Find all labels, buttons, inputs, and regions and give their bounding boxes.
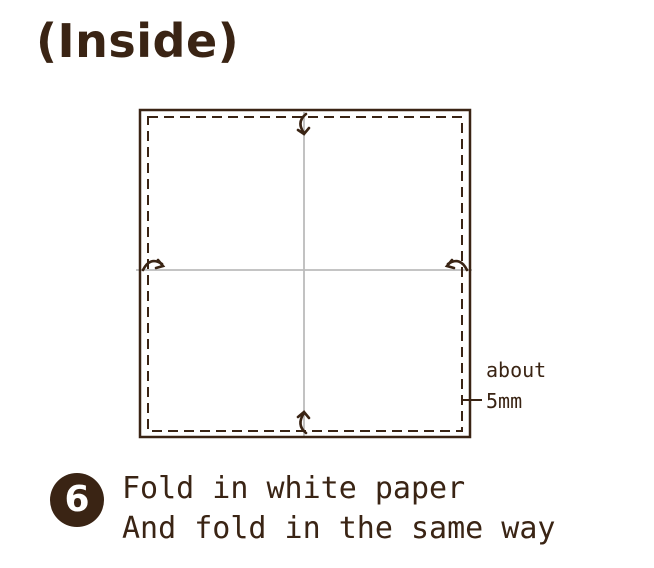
top-fold-arrow-icon [296,112,311,136]
instruction-line-2: And fold in the same way [122,511,556,546]
measurement-label-size: 5mm [486,389,523,413]
bottom-fold-arrow-icon [296,410,311,435]
instruction-line-1: Fold in white paper [122,471,466,506]
left-fold-arrow-icon [141,258,166,272]
step-number-badge: 6 [50,473,104,527]
page-title: (Inside) [36,14,240,68]
paper-square [138,108,472,439]
measurement-label-about: about [486,358,547,382]
dashed-fold-guide [147,116,463,432]
right-fold-arrow-icon [444,258,469,272]
